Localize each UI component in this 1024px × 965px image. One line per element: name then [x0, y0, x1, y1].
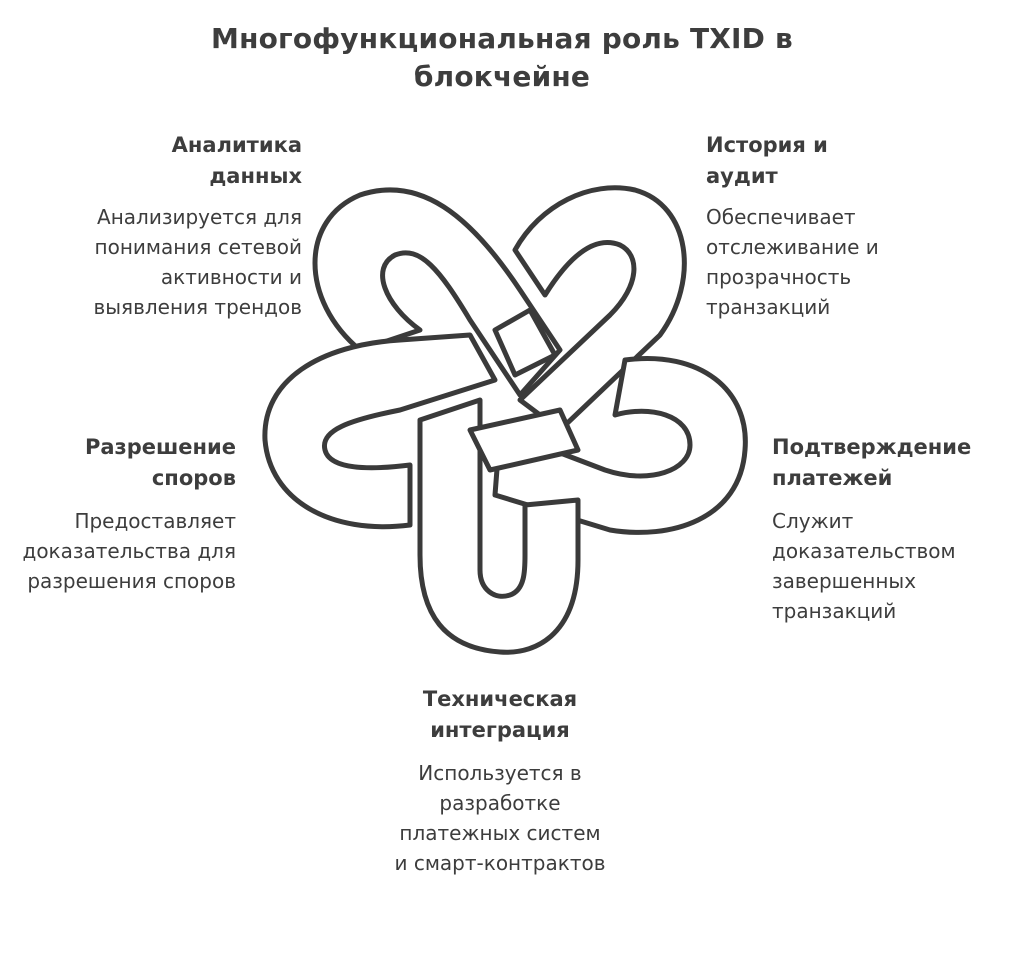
node-history-description: Обеспечивает отслеживание и прозрачность… — [706, 205, 879, 319]
node-analytics-title: Аналитика данных — [171, 133, 302, 188]
node-history-title: История и аудит — [706, 133, 828, 188]
knot-strand-b — [492, 307, 558, 378]
knot-loop-left — [262, 332, 498, 530]
knot-loop-bottom — [417, 397, 581, 655]
diagram-title: Многофункциональная роль TXID в блокчейн… — [211, 22, 793, 93]
node-payments-description: Служит доказательством завершенных транз… — [772, 509, 956, 623]
node-analytics-description: Анализируется для понимания сетевой акти… — [93, 205, 302, 319]
node-integration-title: Техническая интеграция — [422, 687, 578, 742]
node-integration-description: Используется в разработке платежных сист… — [394, 761, 606, 875]
node-disputes-title: Разрешение споров — [84, 435, 236, 490]
knot-strand-a — [467, 407, 581, 473]
knot-loop-top-right — [512, 185, 687, 433]
knot-loop-right — [492, 356, 748, 535]
node-payments-title: Подтверждение платежей — [772, 435, 972, 490]
node-disputes-description: Предоставляет доказательства для разреше… — [22, 509, 236, 593]
